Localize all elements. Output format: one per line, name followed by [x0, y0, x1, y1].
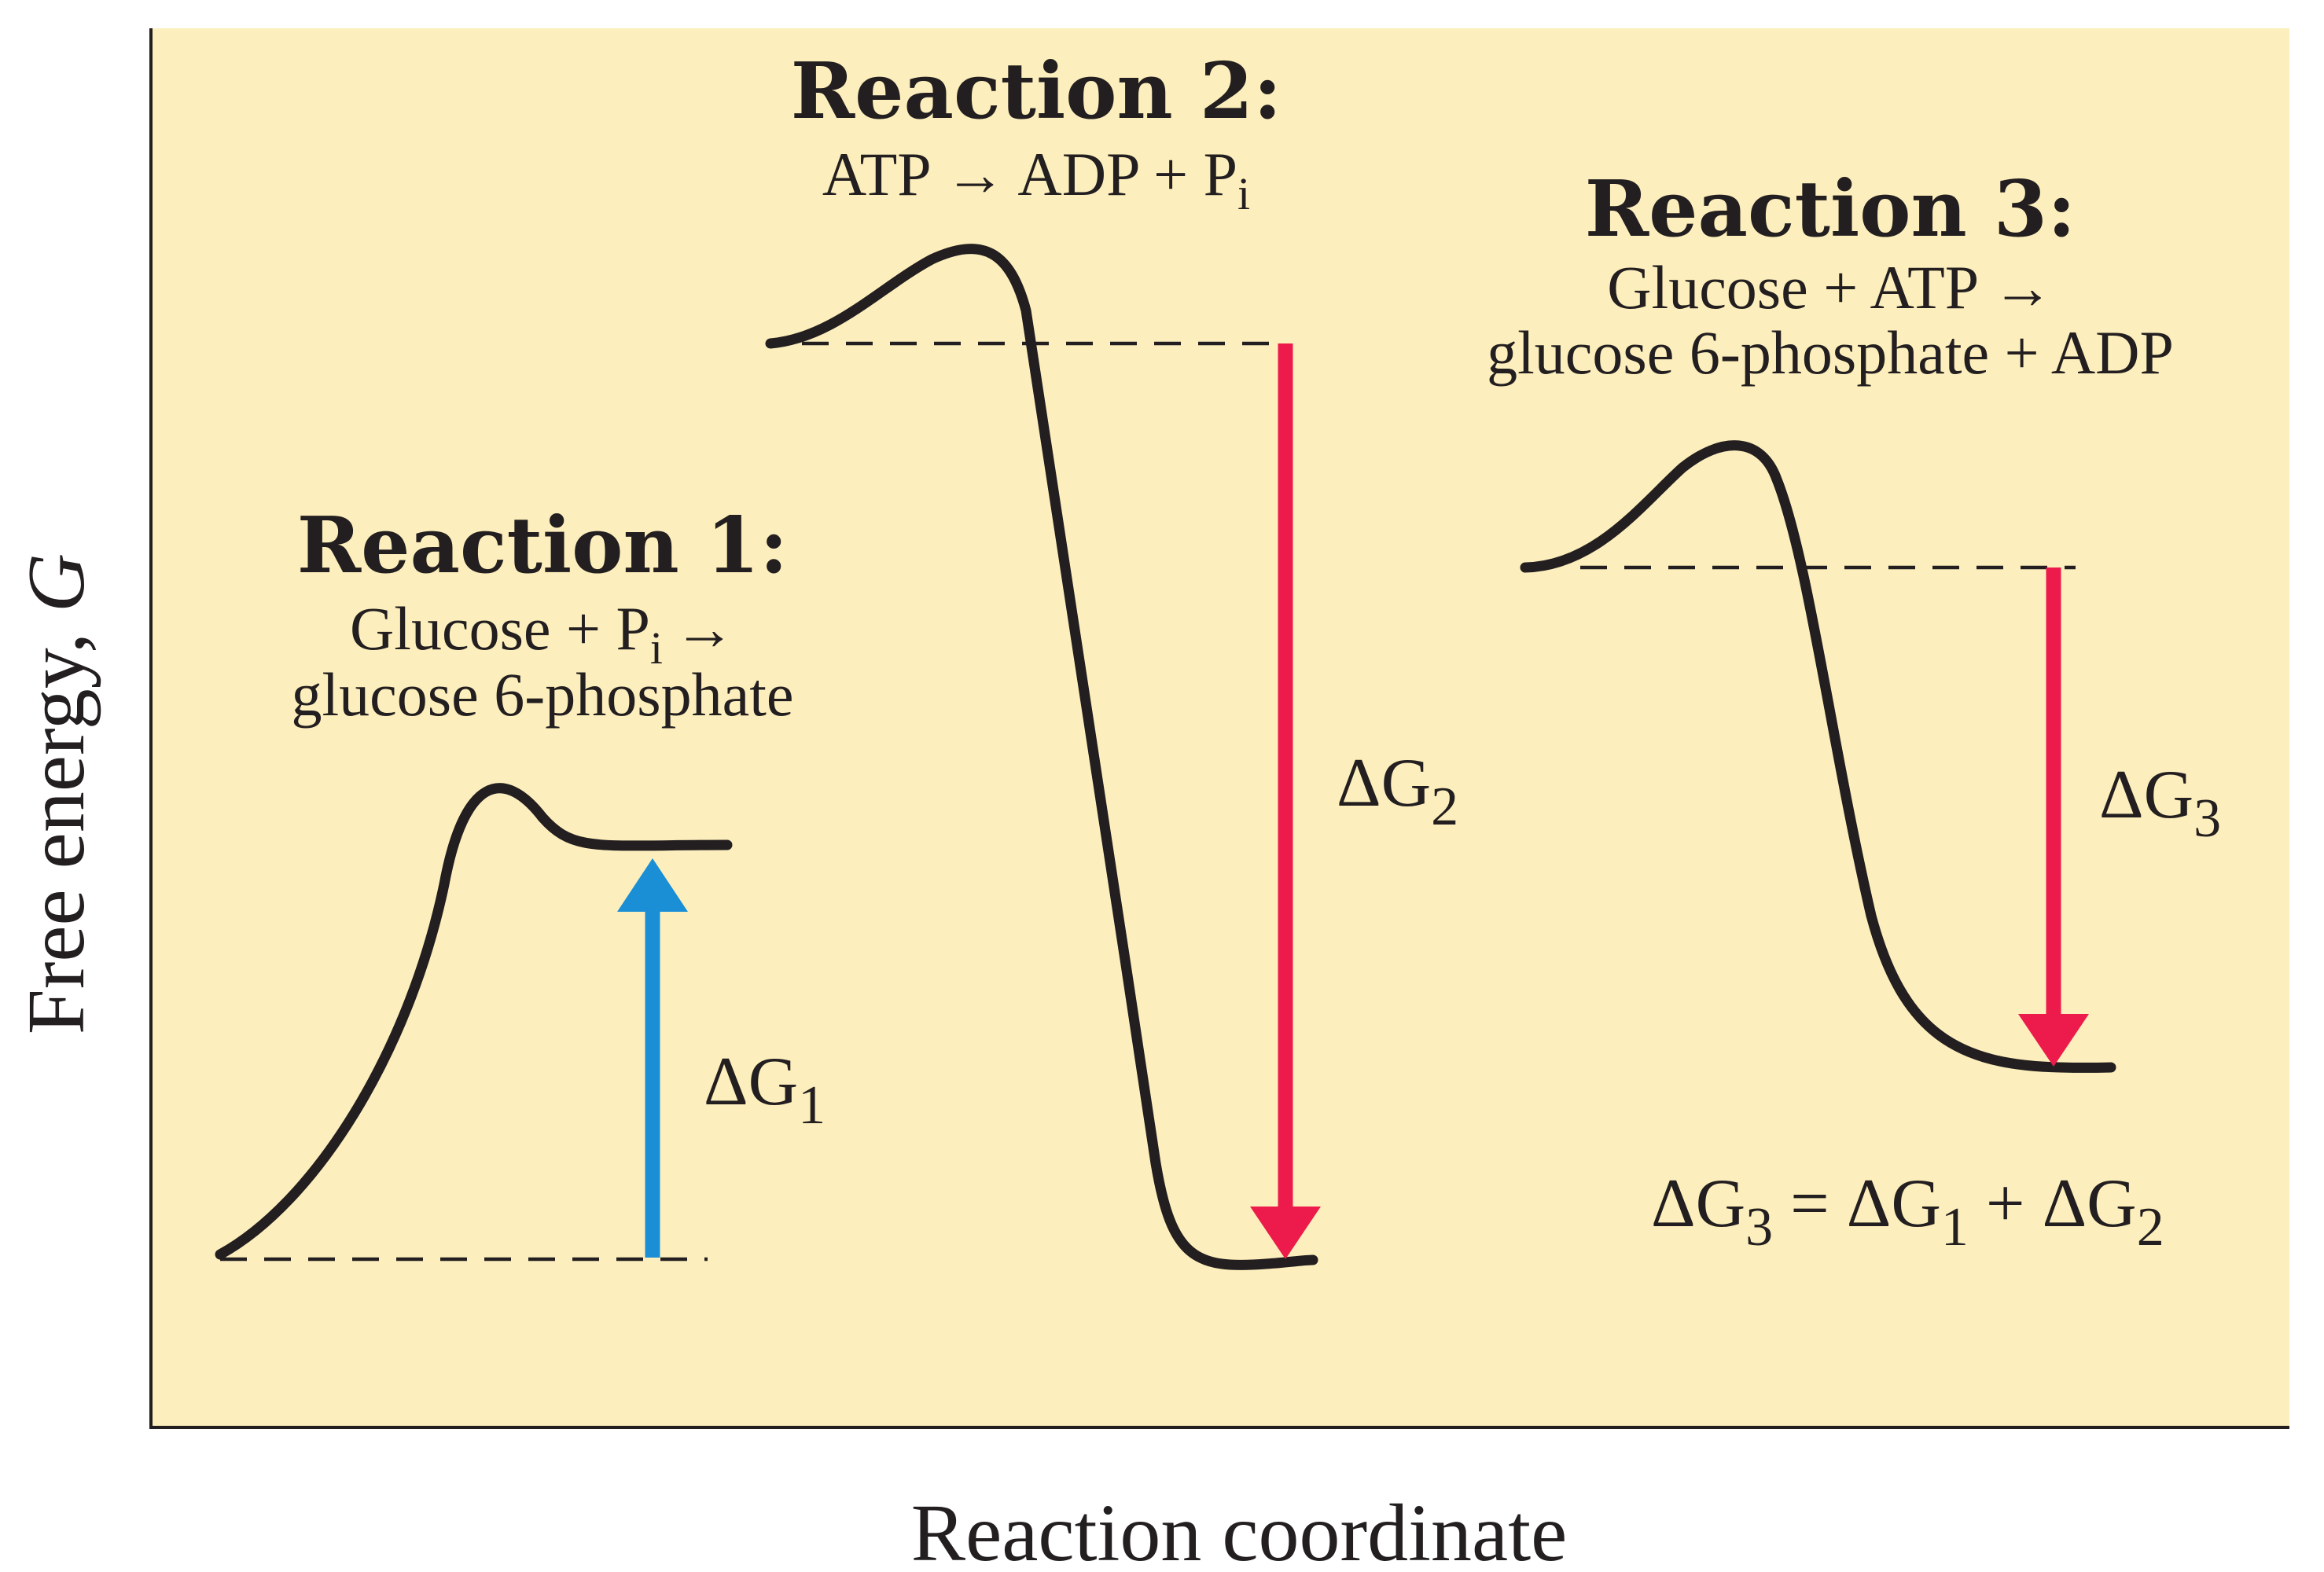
reaction-2-line1-text: ATP → ADP + P [822, 140, 1237, 208]
reaction-1-curve [215, 783, 733, 1260]
summary-equals: = [1773, 1166, 1847, 1242]
reaction-2: Reaction 2: ATP → ADP + Pi ΔG2 [765, 46, 1458, 1270]
reaction-2-equation-line1: ATP → ADP + Pi [822, 140, 1250, 219]
delta-g3-label: ΔG3 [2099, 757, 2221, 849]
delta-g3-sub: 3 [2193, 788, 2221, 849]
reaction-3-equation-line2: glucose 6-phosphate + ADP [1487, 318, 2174, 387]
delta-g3-symbol: ΔG [2099, 757, 2193, 833]
delta-g1-symbol: ΔG [704, 1044, 798, 1120]
summary-term1-sub: 1 [1941, 1197, 1969, 1258]
delta-g1-sub: 1 [798, 1075, 826, 1136]
y-axis-title-text: Free energy, [11, 612, 101, 1034]
reaction-1-equation-line1: Glucose + Pi→ [350, 594, 735, 674]
reaction-2-line1-sub: i [1237, 168, 1250, 219]
summary-lhs-sub: 3 [1745, 1197, 1773, 1258]
axes-frame [149, 28, 2289, 1429]
summary-term2-sub: 2 [2137, 1197, 2164, 1258]
reaction-1-line1-text: Glucose + P [350, 594, 650, 663]
reaction-3: Reaction 3: Glucose + ATP → glucose 6-ph… [1487, 164, 2221, 1073]
reaction-3-title: Reaction 3: [1585, 164, 2076, 255]
summary-equation: ΔG3 = ΔG1 + ΔG2 [1651, 1166, 2164, 1258]
delta-g1-arrow-head [617, 858, 688, 912]
reaction-1-equation-line2: glucose 6-phosphate [291, 660, 793, 729]
reaction-1-line1-arrow: → [674, 594, 735, 663]
delta-g2-symbol: ΔG [1337, 745, 1431, 821]
y-axis-title-symbol: G [11, 553, 101, 612]
delta-g3-arrow-head [2018, 1014, 2089, 1067]
summary-lhs: ΔG [1651, 1166, 1745, 1242]
reaction-2-curve [765, 244, 1318, 1270]
reaction-1-line1-sub: i [650, 623, 663, 674]
reaction-3-equation-line1: Glucose + ATP → [1607, 253, 2054, 321]
delta-g2-arrow-head [1250, 1207, 1321, 1259]
reaction-1-title: Reaction 1: [297, 501, 789, 591]
summary-term1: ΔG [1847, 1166, 1941, 1242]
x-axis-title: Reaction coordinate [911, 1488, 1568, 1572]
y-axis-title: Free energy, G [11, 553, 101, 1034]
plot-background [151, 28, 2289, 1427]
reaction-2-title: Reaction 2: [791, 46, 1282, 137]
delta-g2-label: ΔG2 [1337, 745, 1458, 837]
reaction-1: Reaction 1: Glucose + Pi→ glucose 6-phos… [215, 501, 826, 1262]
summary-plus: + [1969, 1166, 2043, 1242]
reaction-3-curve [1520, 440, 2116, 1073]
summary-term2: ΔG [2043, 1166, 2137, 1242]
delta-g2-sub: 2 [1431, 777, 1458, 837]
delta-g1-label: ΔG1 [704, 1044, 826, 1136]
